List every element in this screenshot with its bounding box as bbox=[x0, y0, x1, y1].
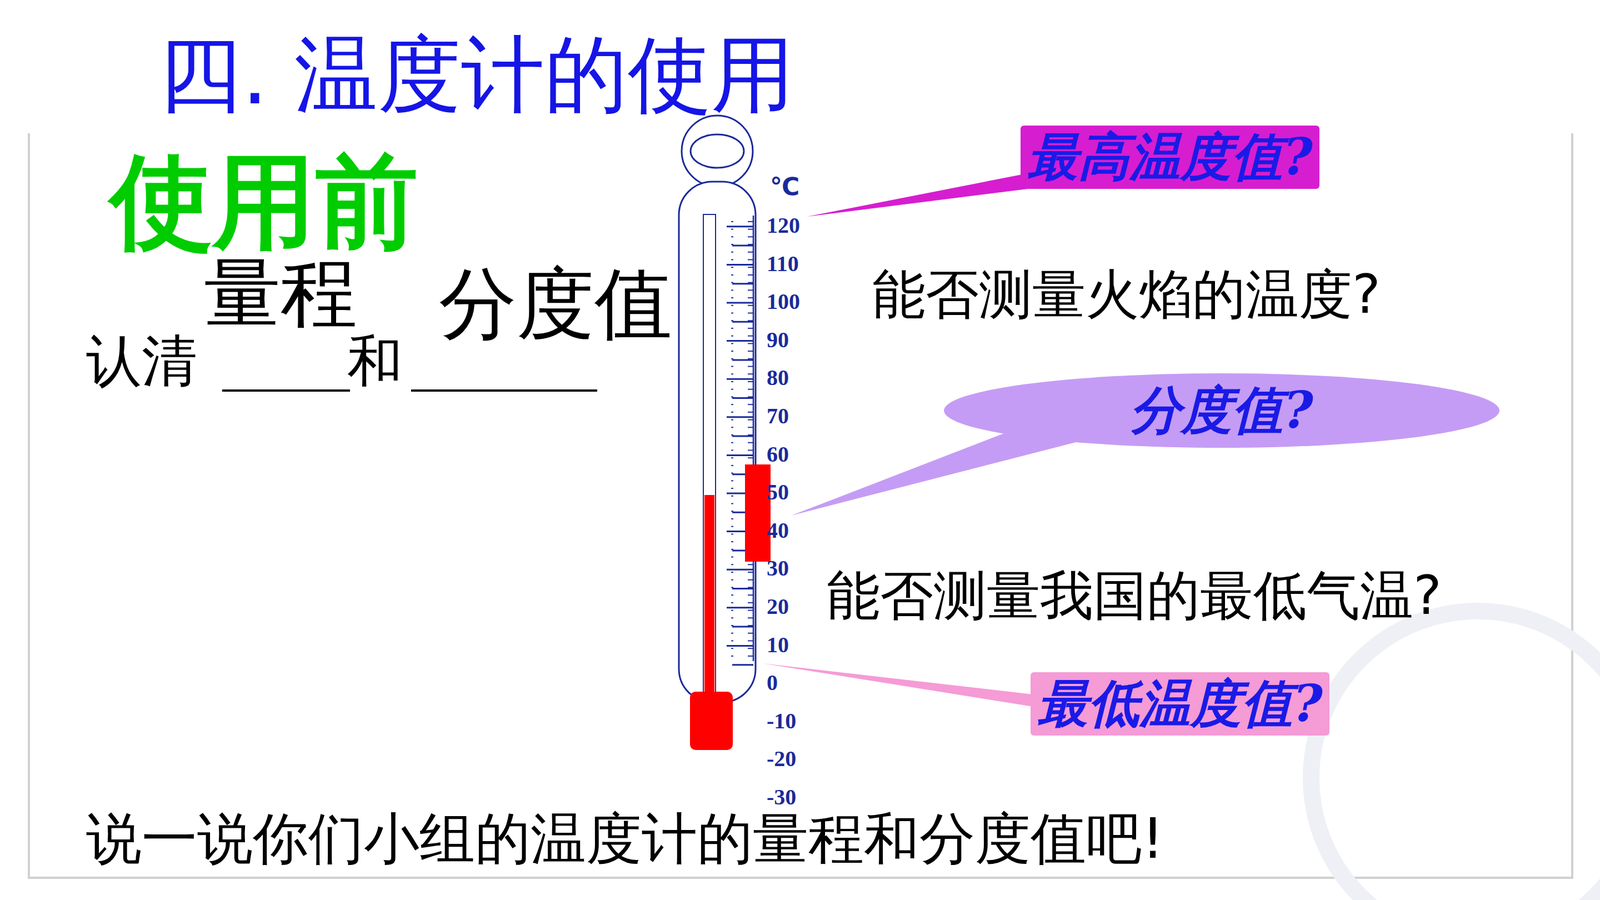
scale-number: 30 bbox=[766, 556, 789, 581]
scale-number: 90 bbox=[766, 327, 789, 353]
scale-tick bbox=[726, 340, 754, 342]
scale-number: 10 bbox=[766, 632, 789, 658]
scale-tick bbox=[726, 568, 754, 571]
callout-text: 最高温度值? bbox=[1027, 128, 1320, 185]
answer-text: 量程 bbox=[203, 251, 358, 336]
answer-text: 分度值 bbox=[438, 261, 673, 347]
leader-wedge bbox=[762, 663, 1034, 707]
callout-text: 分度值? bbox=[943, 382, 1500, 439]
scale-number: 40 bbox=[766, 518, 789, 543]
task-text: 说一说你们小组的温度计的量程和分度值吧! bbox=[86, 808, 1164, 870]
scale-number: 60 bbox=[766, 442, 789, 467]
watermark bbox=[1311, 611, 1600, 900]
callout-box: 最低温度值? bbox=[1030, 672, 1330, 736]
callout-text: 最低温度值? bbox=[1037, 675, 1330, 732]
slide-frame bbox=[28, 133, 1573, 878]
scale-tick bbox=[732, 626, 754, 628]
prompt-text: 和 bbox=[347, 330, 403, 392]
scale-number: 80 bbox=[766, 365, 789, 390]
blank-line bbox=[222, 389, 350, 392]
scale-tick bbox=[732, 282, 754, 285]
scale-tick bbox=[732, 358, 754, 361]
scale-tick bbox=[732, 435, 754, 438]
blank-line bbox=[411, 389, 598, 392]
scale-number: -20 bbox=[766, 746, 797, 772]
scale-number: 110 bbox=[766, 251, 799, 277]
slide-title: 四. 温度计的使用 bbox=[158, 28, 795, 121]
unit-label: ℃ bbox=[770, 173, 800, 200]
leader-wedge bbox=[806, 173, 1028, 217]
prompt-text: 认清 bbox=[86, 330, 198, 392]
scale-tick bbox=[726, 606, 754, 609]
scale-number: 120 bbox=[766, 213, 800, 238]
scale-tick bbox=[726, 302, 754, 304]
question-text: 能否测量火焰的温度? bbox=[872, 265, 1381, 325]
section-heading: 使用前 bbox=[110, 145, 419, 259]
scale-tick bbox=[732, 321, 754, 323]
scale-tick bbox=[726, 378, 754, 380]
scale-number: 100 bbox=[766, 289, 800, 314]
scale-number: -10 bbox=[766, 708, 797, 734]
callout-box: 最高温度值? bbox=[1020, 125, 1320, 189]
scale-tick bbox=[726, 263, 754, 266]
scale-tick bbox=[732, 587, 754, 590]
scale-tick bbox=[726, 416, 754, 418]
callout-ellipse: 分度值? bbox=[943, 373, 1500, 448]
scale-tick bbox=[726, 454, 754, 457]
scale-tick bbox=[732, 245, 754, 247]
scale-number: 20 bbox=[766, 594, 789, 619]
scale-tick bbox=[726, 645, 754, 647]
scale-number: 0 bbox=[766, 670, 778, 695]
scale-tick bbox=[726, 225, 754, 228]
scale-number: 70 bbox=[766, 403, 789, 429]
scale-tick bbox=[732, 397, 754, 399]
scale-number: 50 bbox=[766, 480, 789, 505]
scale-number: -30 bbox=[766, 785, 797, 810]
thermometer bbox=[678, 115, 771, 750]
question-text: 能否测量我国的最低气温? bbox=[826, 566, 1442, 626]
scale-tick bbox=[732, 663, 754, 666]
